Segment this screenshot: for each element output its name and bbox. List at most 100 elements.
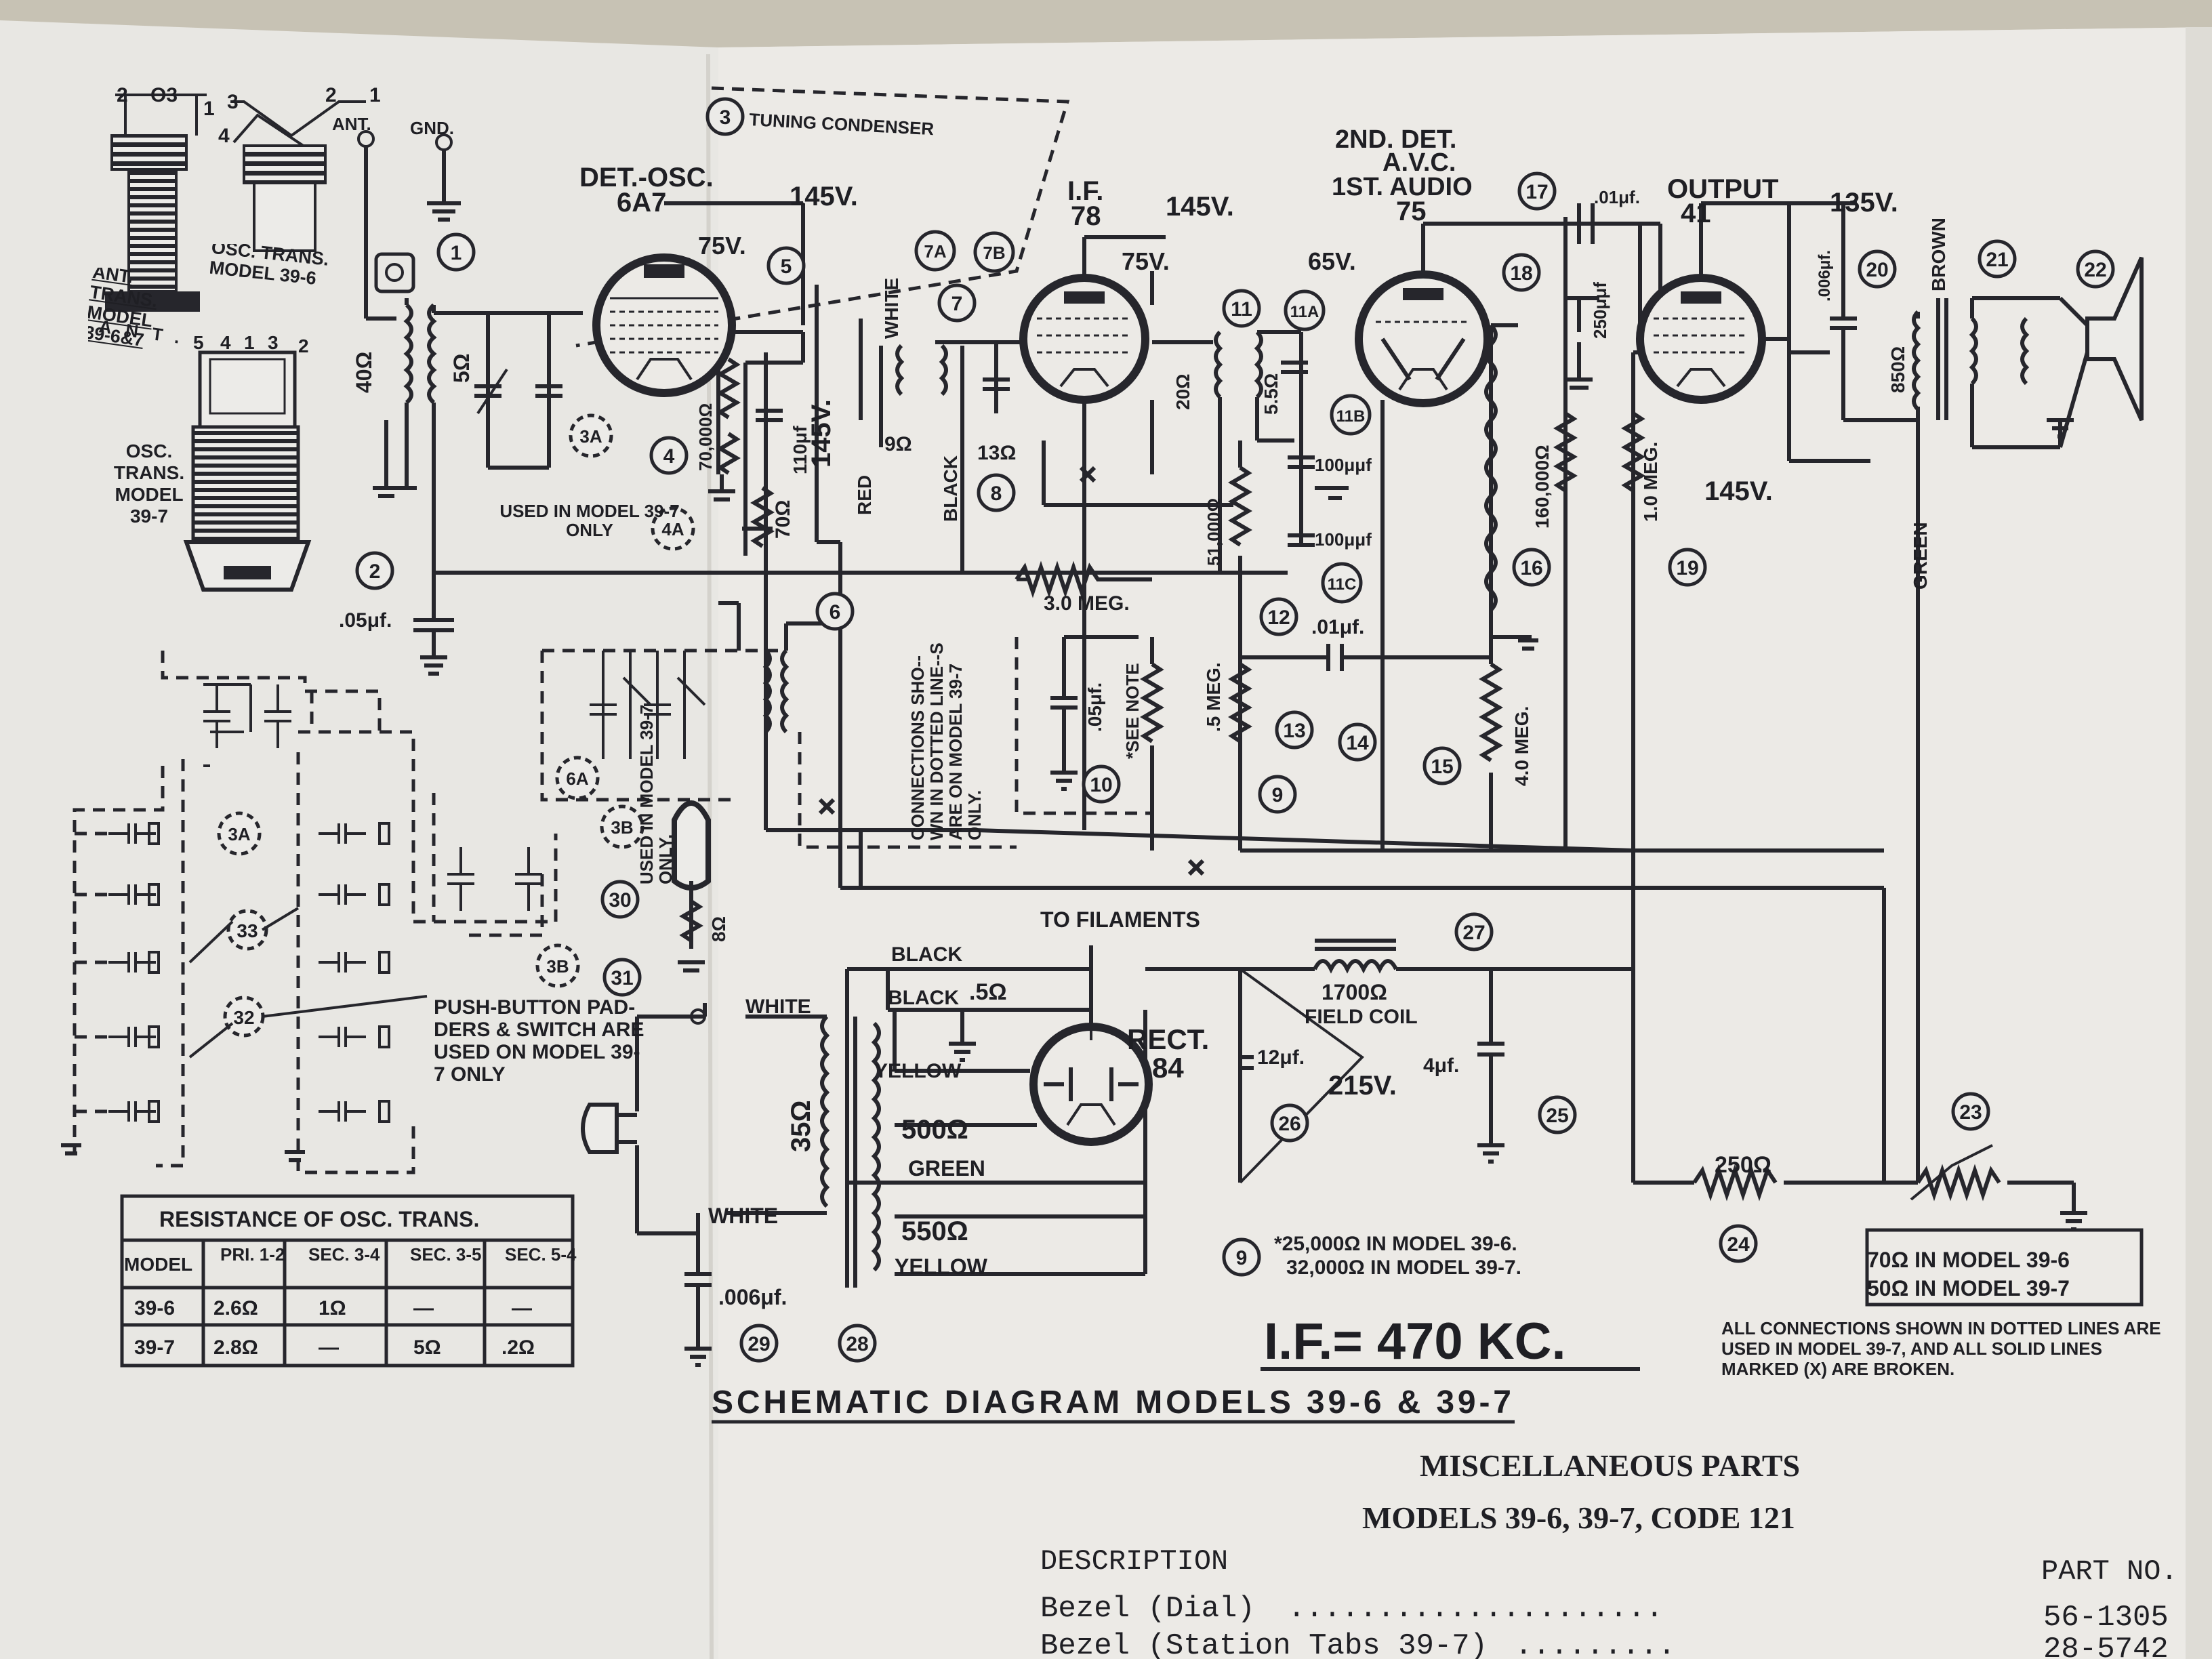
push-button-note: PUSH-BUTTON PAD-DERS & SWITCH ARE USED O…: [434, 996, 644, 1086]
resistor-4meg: [1479, 662, 1503, 762]
callout-13: 13: [1275, 710, 1314, 750]
callout-7b: 7B: [973, 231, 1015, 273]
wavy-avc: [1484, 323, 1498, 612]
parts-heading: MISCELLANEOUS PARTS: [1420, 1448, 1800, 1483]
callout-9-note: 9: [1222, 1237, 1261, 1277]
antenna-section: ANT. GND.: [332, 114, 461, 319]
osc-resistance-table: RESISTANCE OF OSC. TRANS. MODEL PRI. 1-2…: [120, 1194, 577, 1368]
label-01-uf-a: .01μf.: [1311, 616, 1364, 638]
svg-text:18: 18: [1510, 262, 1532, 285]
svg-text:5: 5: [781, 255, 792, 278]
label-550-ohm: 550Ω: [901, 1216, 968, 1246]
osc397-pin-1: 1: [244, 332, 255, 353]
wire-black-c: BLACK: [888, 987, 959, 1009]
callout-24: 24: [1719, 1224, 1758, 1263]
callout-14: 14: [1338, 722, 1377, 762]
label-70-ohm: 70Ω: [772, 500, 794, 539]
callout-3: 3: [705, 97, 745, 136]
callout-2: 2: [355, 551, 394, 590]
padder-col-left: [61, 822, 160, 1155]
svg-text:15: 15: [1431, 756, 1453, 778]
label-3-meg: 3.0 MEG.: [1044, 592, 1130, 615]
to-filaments-label: TO FILAMENTS: [1040, 907, 1200, 932]
tube-75-type: 75: [1396, 197, 1427, 226]
parts-item-partno: 28-5742: [2043, 1633, 2169, 1659]
dotted-wiring: [73, 86, 1152, 1174]
callout-30: 30: [600, 880, 640, 919]
resistor-51000: [1228, 466, 1252, 547]
svg-text:9: 9: [1272, 784, 1284, 806]
callout-15: 15: [1422, 746, 1462, 785]
wire-black-a: BLACK: [940, 455, 961, 522]
callout-4: 4: [649, 436, 689, 475]
svg-text:16: 16: [1520, 557, 1542, 579]
ant-trans-pin-1: 1: [203, 98, 215, 120]
parts-item-partno: 56-1305: [2043, 1601, 2169, 1635]
callout-31: 31: [602, 958, 642, 997]
tube-6a7-function: DET.-OSC.: [579, 163, 714, 192]
wire-white-a: WHITE: [881, 278, 902, 339]
osc-trans-396-picture: 3 2 1 4: [218, 84, 381, 252]
svg-text:32: 32: [233, 1007, 254, 1028]
used-in-397-note-30: USED IN MODEL 39-7 ONLY.: [637, 704, 676, 884]
wire-green-b: GREEN: [908, 1156, 985, 1181]
osc-trans-397-text: OSC. TRANS. MODEL 39-7: [113, 441, 185, 527]
callout-3b-left: 3B: [535, 943, 580, 988]
svg-text:26: 26: [1278, 1113, 1300, 1135]
label-250-uuf: 250μμf: [1590, 282, 1610, 339]
note-23-line2: 50Ω IN MODEL 39-7: [1867, 1276, 2070, 1300]
callout-21: 21: [1978, 239, 2017, 279]
gnd-label: GND.: [410, 118, 454, 138]
svg-text:3B: 3B: [611, 817, 633, 838]
label-70000-ohm: 70,000Ω: [695, 403, 716, 471]
osc-table-cell: 2.8Ω: [213, 1336, 258, 1359]
resistor-5meg: [1228, 662, 1252, 743]
osc-table-cell: —: [319, 1336, 339, 1359]
svg-text:11A: 11A: [1290, 303, 1319, 321]
svg-text:14: 14: [1346, 732, 1369, 754]
callout-16: 16: [1512, 548, 1551, 587]
callout-7: 7: [937, 283, 977, 323]
label-250-ohm: 250Ω: [1715, 1152, 1771, 1178]
push-button-padders: [61, 651, 706, 1162]
svg-text:7B: 7B: [983, 243, 1005, 263]
tube-labels: DET.-OSC. 6A7 I.F. 78 2ND. DET. A.V.C. 1…: [579, 125, 1778, 1084]
callout-11b: 11B: [1330, 394, 1372, 436]
svg-text:30: 30: [609, 889, 631, 912]
break-marks: [818, 466, 1205, 876]
tube-78-type: 78: [1071, 201, 1101, 231]
ant-trans-pin-o3: O3: [150, 84, 178, 106]
svg-text:3: 3: [720, 106, 731, 129]
osc396-pin-3: 3: [227, 91, 239, 113]
svg-text:27: 27: [1462, 922, 1485, 944]
callout-6a: 6A: [555, 756, 600, 800]
note-labels: TUNING CONDENSER TO FILAMENTS: [749, 109, 1200, 932]
voltage-145-d: 145V.: [806, 399, 836, 468]
parts-item-description: Bezel (Dial): [1040, 1592, 1255, 1626]
svg-text:19: 19: [1676, 557, 1698, 579]
ant-trans-picture: 2 O3 1 ANT.: [98, 84, 215, 348]
used-in-397-note-4a: USED IN MODEL 39-7 ONLY: [499, 501, 680, 540]
tube-84: [1029, 1023, 1153, 1146]
tube-41: [1636, 274, 1766, 404]
label-35-ohm: 35Ω: [786, 1100, 816, 1152]
svg-text:6: 6: [830, 601, 841, 623]
osc397-pin-3: 3: [268, 332, 279, 353]
label-1700-ohm: 1700Ω: [1322, 980, 1387, 1004]
label-4-meg: 4.0 MEG.: [1511, 706, 1532, 786]
label-field-coil: FIELD COIL: [1305, 1006, 1418, 1028]
callout-22: 22: [2076, 249, 2115, 289]
osc-table-cell: 39-6: [134, 1297, 175, 1319]
tube-78-function: I.F.: [1067, 176, 1103, 206]
label-006-uf-a: .006μf.: [1816, 250, 1834, 302]
resistors: [716, 312, 1920, 762]
resistor-70: [750, 486, 775, 548]
voltage-labels: 145V. 75V. 145V. 75V. 65V. 135V. 145V. 1…: [698, 182, 1898, 1101]
svg-text:17: 17: [1525, 181, 1548, 203]
osc-table-cell: 5Ω: [413, 1336, 441, 1359]
tube-75-function2: A.V.C.: [1382, 148, 1456, 177]
osc-table-cell: .2Ω: [501, 1336, 535, 1359]
callout-3a-left: 3A: [217, 811, 262, 856]
label-05-uf: .05μf.: [339, 609, 392, 632]
tube-84-function: RECT.: [1127, 1023, 1209, 1055]
